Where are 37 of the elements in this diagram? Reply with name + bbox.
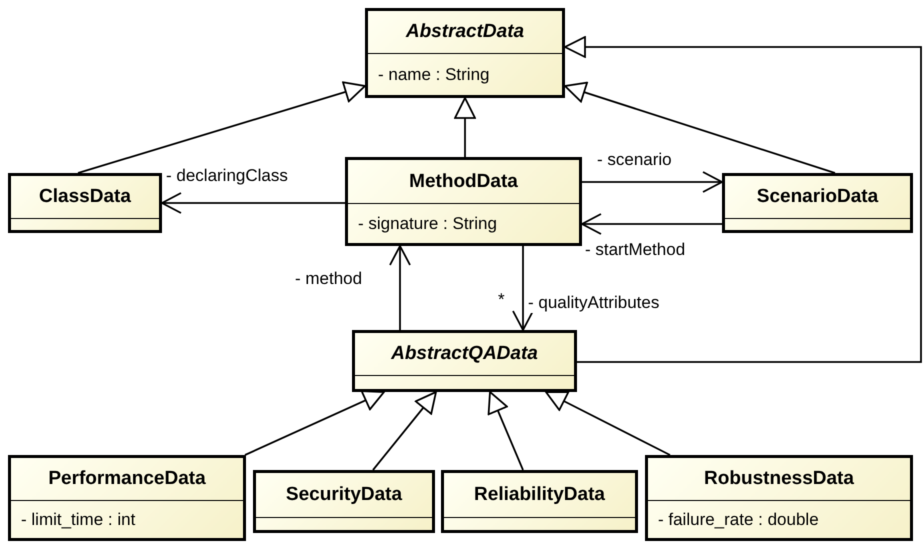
association-arrow bbox=[581, 213, 722, 235]
class-name: ReliabilityData bbox=[473, 484, 606, 506]
class-name: AbstractData bbox=[404, 21, 526, 43]
class-box bbox=[441, 470, 638, 533]
class-box bbox=[722, 173, 913, 233]
generalization-arrow bbox=[454, 97, 476, 157]
class-name: PerformanceData bbox=[47, 468, 207, 490]
generalization-arrow bbox=[244, 390, 385, 456]
class-name: SecurityData bbox=[284, 484, 404, 506]
generalization-arrow bbox=[545, 391, 670, 456]
association-arrow bbox=[512, 246, 534, 331]
generalization-arrow bbox=[564, 36, 922, 363]
edge-label: - qualityAttributes bbox=[527, 293, 660, 313]
association-arrow bbox=[389, 245, 411, 330]
generalization-arrow bbox=[372, 391, 437, 471]
class-box bbox=[365, 8, 565, 98]
attribute-text: - signature : String bbox=[357, 214, 497, 234]
generalization-arrow bbox=[564, 82, 836, 174]
association-arrow bbox=[161, 192, 345, 214]
attribute-text: - limit_time : int bbox=[20, 510, 136, 530]
class-box bbox=[345, 157, 582, 246]
class-name: ScenarioData bbox=[756, 186, 880, 208]
class-box bbox=[8, 173, 162, 233]
generalization-arrow bbox=[488, 391, 524, 470]
class-box bbox=[253, 470, 435, 533]
edge-label: - declaringClass bbox=[165, 166, 289, 186]
class-box bbox=[645, 455, 913, 541]
attribute-text: - failure_rate : double bbox=[657, 510, 819, 530]
attribute-text: - name : String bbox=[377, 64, 490, 84]
class-name: AbstractQAData bbox=[390, 343, 539, 365]
generalization-arrow bbox=[78, 81, 366, 174]
class-name: MethodData bbox=[408, 170, 519, 192]
class-box bbox=[8, 455, 246, 541]
association-arrow bbox=[582, 171, 723, 193]
class-name: ClassData bbox=[38, 186, 132, 208]
class-box bbox=[352, 330, 577, 392]
class-name: RobustnessData bbox=[703, 468, 855, 490]
